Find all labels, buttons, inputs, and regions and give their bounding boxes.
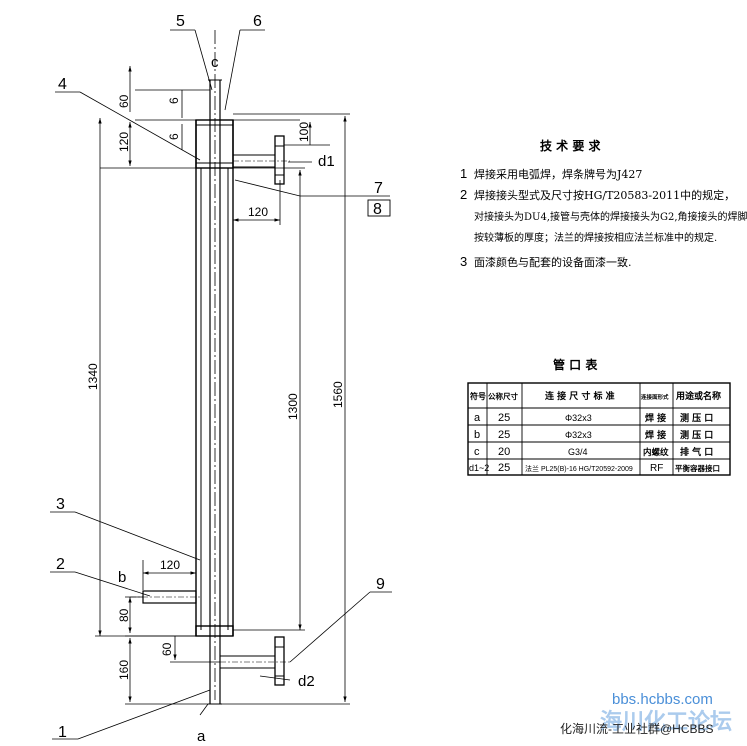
tech-item-1: 焊接采用电弧焊，焊条牌号为J427 (474, 167, 642, 181)
dim-60-bottom: 60 (160, 642, 174, 656)
tech-item-2-cont-b: 按较薄板的厚度；法兰的焊接按相应法兰标准中的规定. (474, 231, 717, 244)
dim-80: 80 (117, 608, 131, 622)
tech-item-2-num: 2 (460, 187, 467, 202)
table-row-d-size: 25 (498, 462, 510, 474)
table-row-c-standard: G3/4 (568, 447, 588, 457)
nozzle-label-b: b (118, 569, 126, 586)
tech-title: 技 术 要 求 (540, 138, 602, 153)
tech-item-3: 面漆颜色与配套的设备面漆一致. (474, 255, 632, 269)
table-row-a-purpose: 测 压 口 (680, 412, 713, 424)
table-row-c-size: 20 (498, 446, 510, 458)
dim-120-left: 120 (117, 132, 131, 152)
tag-4: 4 (58, 76, 67, 93)
col-header-size: 公称尺寸 (488, 391, 518, 401)
col-header-face: 连接面形式 (641, 393, 669, 401)
tag-1: 1 (58, 724, 67, 741)
col-header-symbol: 符号 (470, 391, 486, 401)
nozzle-d2 (219, 636, 290, 686)
tag-8-box (367, 199, 391, 217)
watermark: bbs.hcbbs.com 海川化工论坛 化海川流-工业社群@HCBBS (560, 691, 732, 736)
watermark-logo: 海川化工论坛 (600, 709, 732, 735)
table-row-b-purpose: 测 压 口 (680, 429, 713, 441)
table-row-a-face: 焊 接 (645, 412, 666, 424)
tag-2: 2 (56, 556, 65, 573)
table-row-a-standard: Φ32x3 (565, 413, 592, 423)
tag-5: 5 (176, 13, 185, 30)
dim-120-mid: 120 (248, 205, 268, 219)
table-row-c-purpose: 排 气 口 (680, 446, 713, 458)
table-row-b-standard: Φ32x3 (565, 430, 592, 440)
tech-item-2-cont-a: 对接接头为DU4,接管与壳体的焊接接头为G2,角接接头的焊脚尺寸 (474, 210, 747, 223)
table-row-d-standard: 法兰 PL25(B)-16 HG/T20592-2009 (525, 464, 633, 473)
table-row-d-face: RF (650, 463, 663, 474)
tech-item-1-num: 1 (460, 166, 467, 181)
tech-item-3-num: 3 (460, 254, 467, 269)
watermark-url: bbs.hcbbs.com (612, 691, 713, 708)
tag-7: 7 (374, 180, 383, 197)
nozzle-label-d1: d1 (318, 153, 335, 170)
tech-item-2: 焊接接头型式及尺寸按HG/T20583-2011中的规定， (474, 188, 735, 202)
table-row-c-face: 内螺纹 (643, 447, 669, 458)
tag-8: 8 (373, 201, 382, 218)
dim-6-a: 6 (167, 97, 181, 104)
dim-160: 160 (117, 660, 131, 680)
dimension-lines (95, 66, 350, 705)
table-row-b-size: 25 (498, 429, 510, 441)
table-row-a-symbol: a (474, 412, 481, 424)
tech-requirements: 技 术 要 求 1 焊接采用电弧焊，焊条牌号为J427 2 焊接接头型式及尺寸按… (460, 138, 747, 269)
nozzle-label-d2: d2 (298, 673, 315, 690)
table-row-c-symbol: c (474, 446, 480, 458)
dim-6-b: 6 (167, 133, 181, 140)
table-row-a-size: 25 (498, 412, 510, 424)
dim-1560: 1560 (331, 381, 345, 408)
nozzle-table-title: 管 口 表 (553, 357, 598, 372)
tag-6: 6 (253, 13, 262, 30)
tag-9: 9 (376, 576, 385, 593)
dim-120-b: 120 (160, 558, 180, 572)
nozzle-d1 (232, 135, 290, 185)
col-header-purpose: 用途或名称 (675, 390, 721, 402)
nozzle-label-c: c (211, 54, 219, 71)
dim-1300: 1300 (286, 393, 300, 420)
dim-60-top: 60 (117, 94, 131, 108)
vessel-body (195, 30, 234, 705)
tag-3: 3 (56, 496, 65, 513)
nozzle-table: 管 口 表 符号 公称尺寸 连 接 尺 寸 标 准 连接面形式 用途或名称 a … (467, 357, 731, 476)
dim-1340: 1340 (86, 363, 100, 390)
part-leaders (50, 29, 392, 740)
col-header-standard: 连 接 尺 寸 标 准 (545, 390, 615, 402)
table-row-d-purpose: 平衡容器接口 (675, 463, 720, 473)
table-row-b-symbol: b (474, 429, 480, 441)
dim-100: 100 (297, 122, 311, 142)
watermark-footer: 化海川流-工业社群@HCBBS (560, 721, 714, 736)
nozzle-label-a: a (197, 728, 206, 745)
table-row-d-symbol: d1~2 (469, 463, 489, 473)
table-row-b-face: 焊 接 (645, 429, 666, 441)
